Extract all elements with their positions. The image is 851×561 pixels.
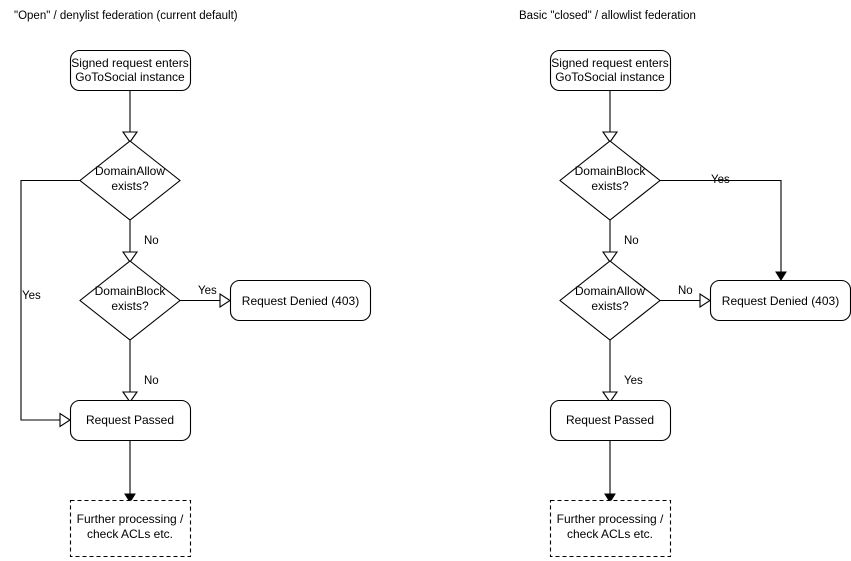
node-request-denied-left[interactable]: Request Denied (403) [229,279,372,322]
node-request-denied-left-label: Request Denied (403) [242,294,359,308]
edge-entry-to-domain-block-right [601,90,619,143]
edge-request-passed-to-further-right [604,440,616,503]
edge-label-domain-allow-yes-left: Yes [22,290,41,302]
node-domain-block-left-label-line2: exists? [111,299,149,313]
node-domain-block-right-label-line2: exists? [591,179,629,193]
flowchart-column-closed-allowlist: Basic "closed" / allowlist federation Si… [519,10,851,558]
node-further-processing-right-shape[interactable] [549,499,672,558]
edge-label-domain-allow-yes-right: Yes [624,375,643,387]
node-request-denied-left-shape[interactable] [229,279,372,322]
node-request-passed-right[interactable]: Request Passed [549,399,672,442]
flowchart-column-open-denylist: "Open" / denylist federation (current de… [14,10,372,558]
edge-domain-allow-no-left: No [121,220,159,263]
node-domain-allow-left-label-line2: exists? [111,179,149,193]
node-request-denied-right-label: Request Denied (403) [722,294,839,308]
node-request-passed-left-label: Request Passed [86,413,174,427]
node-entry-right-label-line2: GoToSocial instance [555,70,665,84]
node-domain-block-right-label-line1: DomainBlock [575,164,647,178]
edge-label-domain-block-yes-left: Yes [198,285,217,297]
node-domain-allow-left[interactable]: DomainAllow exists? [79,140,181,221]
edge-domain-allow-no-right: No [660,285,712,309]
edge-request-passed-to-further-left [124,440,136,503]
node-domain-allow-right[interactable]: DomainAllow exists? [559,260,661,341]
node-entry-left[interactable]: Signed request enters GoToSocial instanc… [69,49,192,92]
node-domain-allow-right-label-line1: DomainAllow [575,284,645,298]
node-further-processing-left-label-line1: Further processing / [77,512,184,526]
edge-label-domain-allow-no-left: No [144,235,159,247]
node-further-processing-right-label-line2: check ACLs etc. [567,527,653,541]
node-domain-allow-left-label-line1: DomainAllow [95,164,165,178]
node-further-processing-right[interactable]: Further processing / check ACLs etc. [549,499,672,558]
node-entry-right[interactable]: Signed request enters GoToSocial instanc… [549,49,672,92]
edge-domain-block-yes-right: Yes [660,174,787,281]
node-request-denied-right[interactable]: Request Denied (403) [709,279,851,322]
edge-label-domain-block-yes-right: Yes [711,174,730,186]
edge-domain-allow-yes-right: Yes [601,340,643,403]
node-request-passed-right-label: Request Passed [566,413,654,427]
edge-domain-allow-yes-left: Yes [20,179,80,428]
node-further-processing-left-label-line2: check ACLs etc. [87,527,173,541]
edge-label-domain-allow-no-right: No [678,285,693,297]
node-further-processing-right-label-line1: Further processing / [557,512,664,526]
node-entry-left-label-line2: GoToSocial instance [75,70,185,84]
edge-entry-to-domain-allow-left [121,90,139,143]
node-entry-left-label-line1: Signed request enters [71,56,188,70]
node-domain-allow-right-label-line2: exists? [591,299,629,313]
node-further-processing-left-shape[interactable] [69,499,192,558]
node-entry-right-label-line1: Signed request enters [551,56,668,70]
column-title-open-denylist: "Open" / denylist federation (current de… [14,10,238,22]
edge-label-domain-block-no-right: No [624,235,639,247]
edge-domain-block-yes-left: Yes [180,285,232,309]
node-domain-block-right[interactable]: DomainBlock exists? [559,140,661,221]
edge-domain-block-no-left: No [121,340,159,403]
edge-domain-block-no-right: No [601,220,639,263]
node-domain-block-left-label-line1: DomainBlock [95,284,167,298]
node-request-passed-left[interactable]: Request Passed [69,399,192,442]
node-further-processing-left[interactable]: Further processing / check ACLs etc. [69,499,192,558]
edge-label-domain-block-no-left: No [144,375,159,387]
column-title-closed-allowlist: Basic "closed" / allowlist federation [519,10,696,22]
node-domain-block-left[interactable]: DomainBlock exists? [79,260,181,341]
